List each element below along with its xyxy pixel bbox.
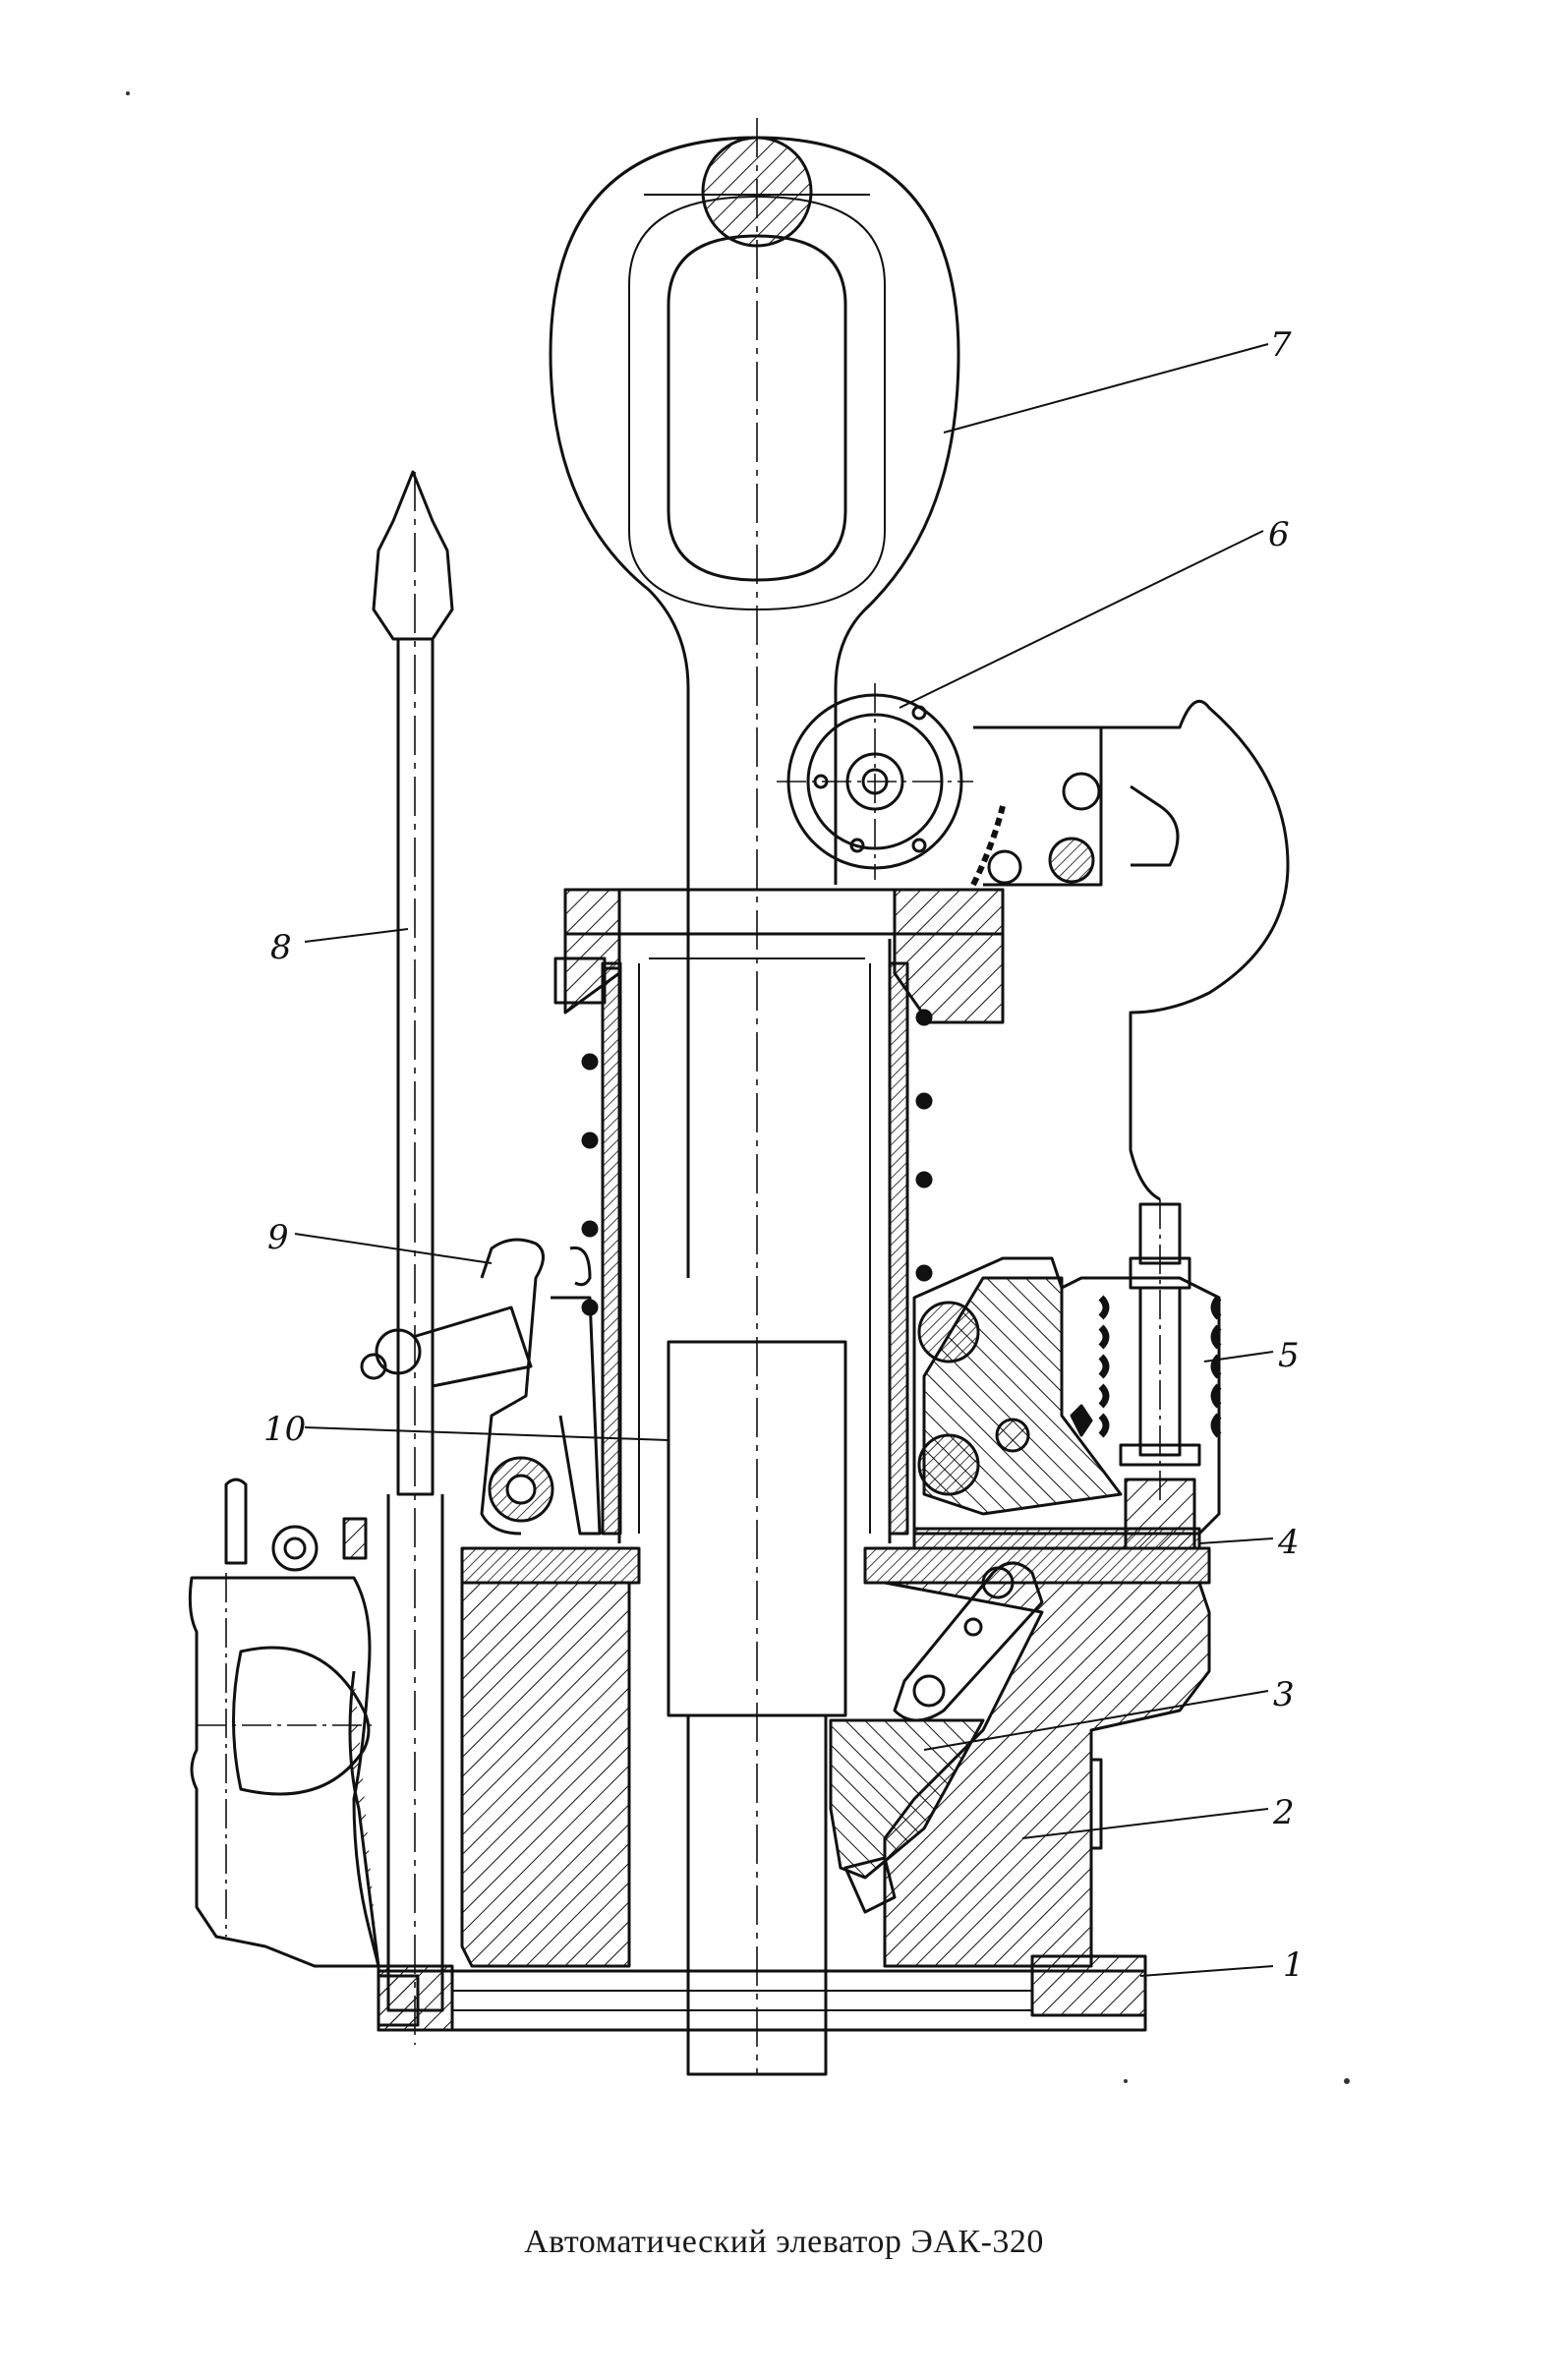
leader-lines [294,343,1274,1977]
leader-7 [943,343,1269,434]
spring-block-5 [912,1199,1222,1550]
callout-4: 4 [1277,1523,1300,1562]
scan-specks [126,91,1350,2084]
latch-disc-6 [777,683,1006,887]
leader-6 [899,530,1264,709]
callout-2: 2 [1272,1793,1295,1832]
pipe-body [601,939,909,1543]
lower-pipe [686,1715,828,2076]
leader-3 [923,1690,1269,1751]
callout-6: 6 [1268,515,1290,554]
pivot-10 [488,1456,554,1523]
top-collar [553,888,1005,1024]
callout-9: 9 [267,1218,289,1257]
callout-1: 1 [1283,1945,1305,1985]
latch-hook [973,699,1290,1201]
pawl-9 [360,1238,602,1536]
left-bracket [188,1478,380,1968]
central-slip [667,1340,847,1717]
wedge-3 [829,1718,985,1914]
callout-labels: 7 6 8 9 10 5 4 3 2 1 [263,325,1305,1985]
leader-9 [294,1233,493,1264]
figure-caption: Автоматический элеватор ЭАК-320 [524,2224,1044,2260]
leader-4 [1198,1537,1274,1544]
callout-3: 3 [1273,1675,1295,1714]
leader-5 [1203,1351,1274,1363]
rod-8 [372,470,454,2045]
leader-10 [304,1426,669,1441]
left-spring [581,1009,933,1316]
leader-2 [1021,1808,1269,1839]
callout-8: 8 [270,928,292,967]
callout-7: 7 [1270,325,1292,365]
callout-5: 5 [1278,1336,1300,1375]
bottom-ring-1 [377,1954,1147,2032]
callout-10: 10 [263,1410,306,1449]
leader-1 [1139,1965,1274,1977]
leader-8 [304,928,409,943]
body-2 [460,1546,1211,1968]
